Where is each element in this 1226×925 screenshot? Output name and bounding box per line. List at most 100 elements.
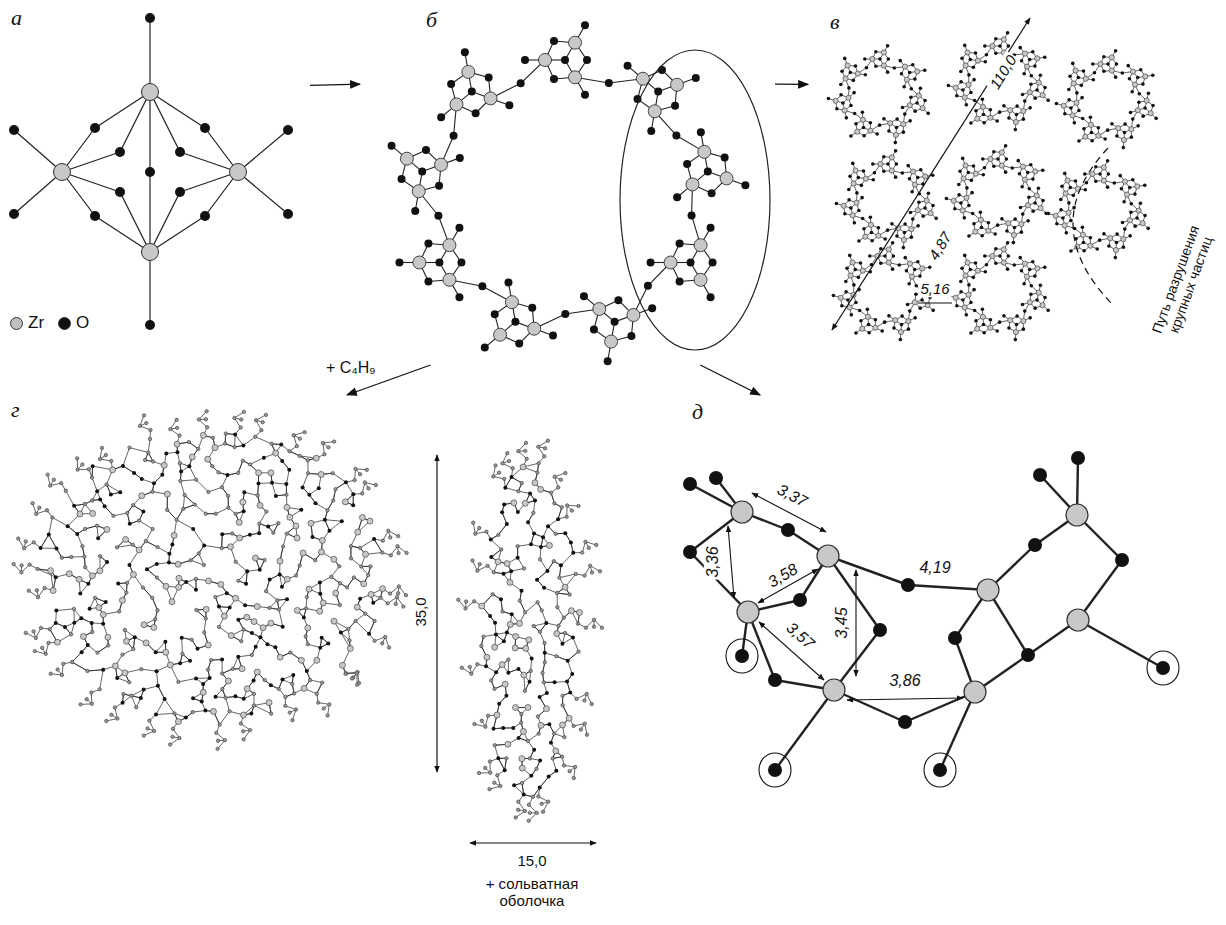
o-atom: [993, 232, 997, 236]
o-atom: [994, 261, 998, 265]
zr-ring-structure: [388, 21, 750, 365]
o-atom: [9, 125, 19, 135]
o-atom: [916, 224, 920, 228]
zr-atom: [843, 76, 848, 81]
zr-atom: [910, 169, 915, 174]
o-atom: [887, 57, 891, 61]
zr-atom: [413, 256, 426, 269]
zr-atom: [686, 178, 699, 191]
o-atom: [861, 110, 865, 114]
bond-line: [149, 172, 150, 252]
o-atom: [892, 326, 896, 330]
o-atom: [435, 259, 443, 267]
o-atom: [1002, 104, 1006, 108]
o-atom: [580, 292, 588, 300]
o-atom: [1114, 256, 1118, 260]
o-atom: [923, 99, 927, 103]
zr-atom: [1101, 165, 1106, 170]
zr-atom: [1013, 329, 1018, 334]
zr-atom: [1053, 213, 1058, 218]
o-atom: [1028, 268, 1032, 272]
o-atom: [424, 278, 432, 286]
zr-atom: [593, 303, 606, 316]
o-atom: [418, 168, 426, 176]
zr-atom: [1109, 55, 1114, 60]
zr-atom: [1108, 236, 1113, 241]
zr-atom: [986, 228, 991, 233]
bond-line: [333, 473, 346, 482]
o-atom: [1023, 99, 1027, 103]
zr-atom: [999, 150, 1004, 155]
o-atom: [1128, 77, 1132, 81]
o-atom: [1085, 181, 1089, 185]
o-atom: [561, 56, 569, 64]
zr-atom: [569, 36, 582, 49]
o-atom: [455, 293, 463, 301]
o-atom: [583, 56, 591, 64]
bond-line: [87, 670, 103, 671]
o-atom: [903, 256, 907, 260]
o-atom: [395, 259, 403, 267]
o-atom: [965, 186, 969, 190]
bond-line: [243, 437, 255, 446]
zr-atom: [975, 58, 980, 63]
dimension-line: [918, 302, 952, 303]
bond-line: [193, 529, 204, 545]
o-atom: [1131, 178, 1135, 182]
zr-atom: [1143, 74, 1148, 79]
bond-line: [149, 92, 150, 172]
o-atom: [992, 150, 996, 154]
o-atom: [1015, 314, 1019, 318]
o-atom: [676, 278, 684, 286]
o-atom: [1030, 284, 1034, 288]
bond-line: [14, 172, 62, 214]
o-atom: [955, 94, 959, 98]
o-atom: [1006, 267, 1010, 271]
zr-atom: [909, 274, 914, 279]
o-atom: [957, 183, 961, 187]
zr-atom: [1148, 111, 1153, 116]
zr-atom: [912, 300, 917, 305]
zr-atom: [664, 256, 677, 269]
o-atom: [965, 313, 969, 317]
o-atom: [1033, 306, 1037, 310]
zr-atom: [951, 198, 956, 203]
o-atom: [926, 112, 930, 116]
o-atom: [1120, 187, 1124, 191]
zr-atom: [1121, 237, 1126, 242]
zr-atom: [1113, 247, 1118, 252]
o-atom: [843, 57, 847, 61]
o-atom: [959, 280, 963, 284]
o-atom: [996, 157, 1000, 161]
zr-atom: [907, 261, 912, 266]
o-atom: [973, 99, 977, 103]
o-atom: [907, 282, 911, 286]
o-atom: [877, 226, 881, 230]
o-atom: [550, 37, 558, 45]
o-atom: [859, 261, 863, 265]
o-atom: [891, 267, 895, 271]
o-atom: [981, 157, 985, 161]
o-atom: [910, 235, 914, 239]
o-atom: [983, 166, 987, 170]
o-atom: [485, 73, 493, 81]
o-atom: [960, 57, 964, 61]
o-atom: [845, 267, 849, 271]
zr-atom: [878, 161, 883, 166]
o-atom: [985, 263, 989, 267]
zr-atom: [1036, 80, 1041, 85]
zr-atom: [1038, 206, 1043, 211]
o-atom: [918, 274, 922, 278]
zr-atom: [1001, 260, 1006, 265]
o-atom: [1002, 314, 1006, 318]
o-atom: [961, 88, 965, 92]
o-atom: [913, 268, 917, 272]
dimension-arrow: [832, 18, 1030, 330]
o-atom: [1139, 201, 1143, 205]
o-atom: [869, 215, 873, 219]
o-atom: [1068, 75, 1072, 79]
o-atom: [968, 58, 972, 62]
o-atom: [1080, 84, 1084, 88]
o-atom: [959, 201, 963, 205]
o-atom: [422, 146, 430, 154]
